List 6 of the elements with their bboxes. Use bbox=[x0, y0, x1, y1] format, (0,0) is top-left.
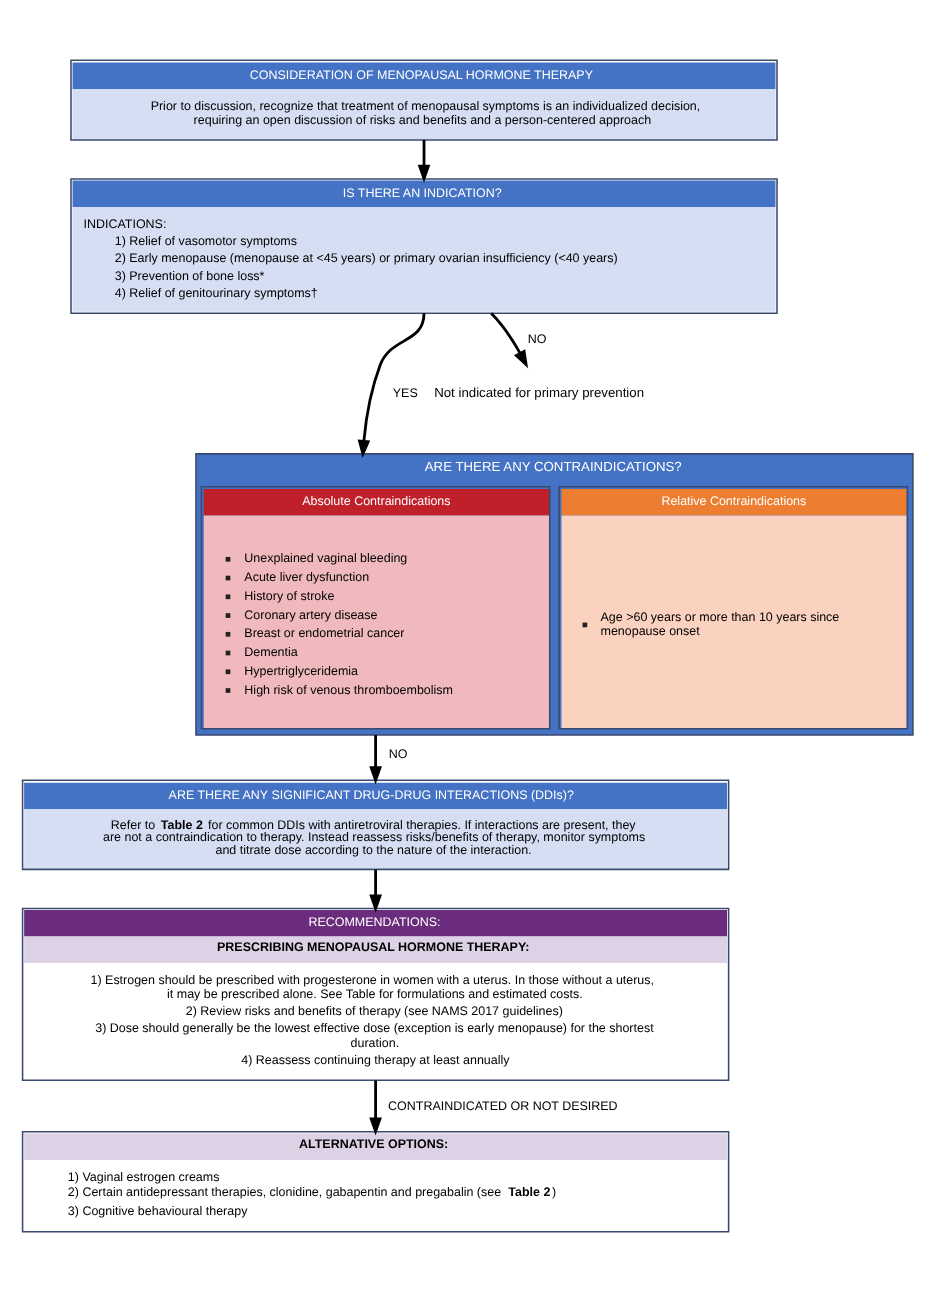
arrow bbox=[369, 868, 382, 912]
arrow bbox=[369, 734, 382, 784]
arrow bbox=[490, 311, 529, 368]
arrow bbox=[417, 138, 431, 182]
arrow bbox=[357, 312, 426, 458]
arrow bbox=[369, 1079, 382, 1135]
